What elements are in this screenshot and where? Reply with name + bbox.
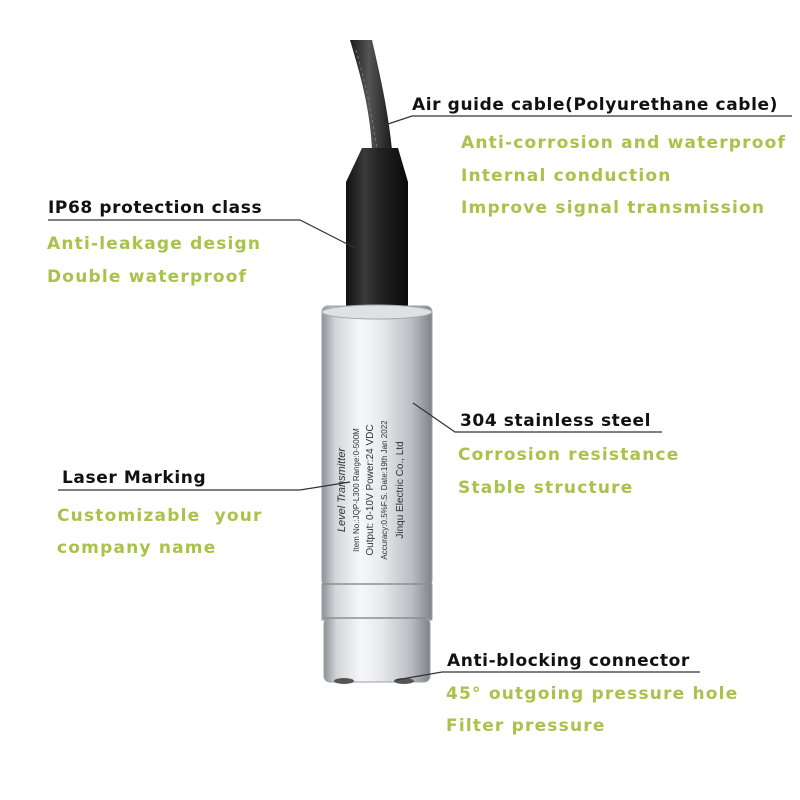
cable-feature-2: Internal conduction (461, 166, 672, 186)
ip68-feature-1: Anti-leakage design (47, 234, 262, 254)
steel-feature-1: Corrosion resistance (458, 445, 680, 465)
leader-laser (58, 481, 351, 491)
cable (350, 40, 392, 150)
rubber-sleeve (346, 148, 408, 310)
connector-feature-1: 45° outgoing pressure hole (446, 684, 739, 704)
laser-title: Laser Marking (62, 468, 207, 488)
top-ring (321, 304, 433, 320)
steel-title: 304 stainless steel (460, 411, 652, 431)
connector-title: Anti-blocking connector (447, 651, 690, 671)
ip68-title: IP68 protection class (48, 198, 263, 218)
leader-connector (395, 671, 700, 681)
steel-feature-2: Stable structure (458, 478, 634, 498)
laser-feature-2: company name (57, 538, 217, 558)
cable-texture (355, 49, 378, 151)
steel-body (321, 305, 433, 587)
leader-ip68 (48, 219, 356, 249)
laser-feature-1: Customizable your (57, 506, 263, 526)
pressure-hole-left (334, 678, 354, 684)
cable-title: Air guide cable(Polyurethane cable) (412, 95, 779, 115)
connector-feature-2: Filter pressure (446, 716, 606, 736)
leader-steel (412, 402, 662, 433)
ip68-feature-2: Double waterproof (47, 267, 248, 287)
engraving-line-5: Jinqu Electric Co., Ltd (395, 441, 406, 538)
engraving-line-4: Accuracy:0.5%F.S. Date:19th Jan 2022 (380, 420, 389, 560)
connector-lower (321, 583, 433, 621)
engraving-line-2: Item No.:JQP-L300 Range:0-500M (352, 428, 361, 552)
cable-feature-1: Anti-corrosion and waterproof (461, 133, 787, 153)
leader-cable (381, 115, 792, 127)
engraving-line-1: Level Transmitter (336, 447, 348, 532)
engraving-line-3: Output: 0-10V Power:24 VDC (365, 424, 376, 555)
cable-feature-3: Improve signal transmission (461, 198, 766, 218)
filter-cap (323, 617, 431, 683)
